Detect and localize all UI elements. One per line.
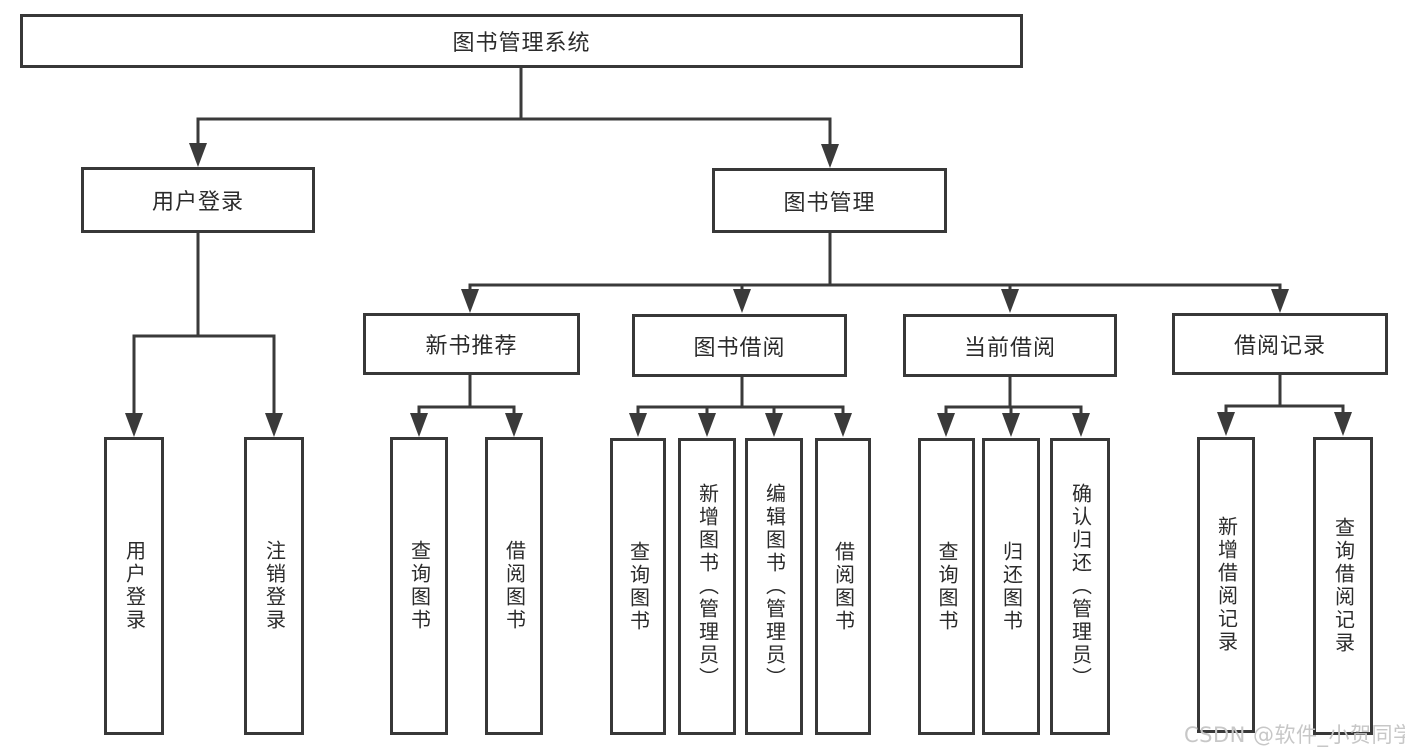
leaf-confirm-return-admin: 确认归还（管理员）	[1050, 438, 1110, 735]
leaf-borrow-books-recommend: 借阅图书	[485, 437, 543, 735]
node-root-library-system: 图书管理系统	[20, 14, 1023, 68]
leaf-borrow-books: 借阅图书	[815, 438, 871, 735]
leaf-query-books-current: 查询图书	[918, 438, 975, 735]
leaf-query-books-borrow: 查询图书	[610, 438, 666, 735]
node-new-book-recommend: 新书推荐	[363, 313, 580, 375]
leaf-add-book-admin: 新增图书（管理员）	[678, 438, 736, 735]
node-current-borrow: 当前借阅	[903, 314, 1117, 377]
leaf-user-login: 用户登录	[104, 437, 164, 735]
leaf-logout: 注销登录	[244, 437, 304, 735]
node-borrow-records: 借阅记录	[1172, 313, 1388, 375]
leaf-query-borrow-record: 查询借阅记录	[1313, 437, 1373, 735]
csdn-watermark: CSDN @软件_小贺同学	[1184, 723, 1405, 747]
node-book-management: 图书管理	[712, 168, 947, 233]
node-user-login: 用户登录	[81, 167, 315, 233]
node-book-borrow: 图书借阅	[632, 314, 847, 377]
leaf-add-borrow-record: 新增借阅记录	[1197, 437, 1255, 733]
leaf-edit-book-admin: 编辑图书（管理员）	[745, 438, 803, 735]
leaf-return-books: 归还图书	[982, 438, 1040, 735]
leaf-query-books-recommend: 查询图书	[390, 437, 448, 735]
